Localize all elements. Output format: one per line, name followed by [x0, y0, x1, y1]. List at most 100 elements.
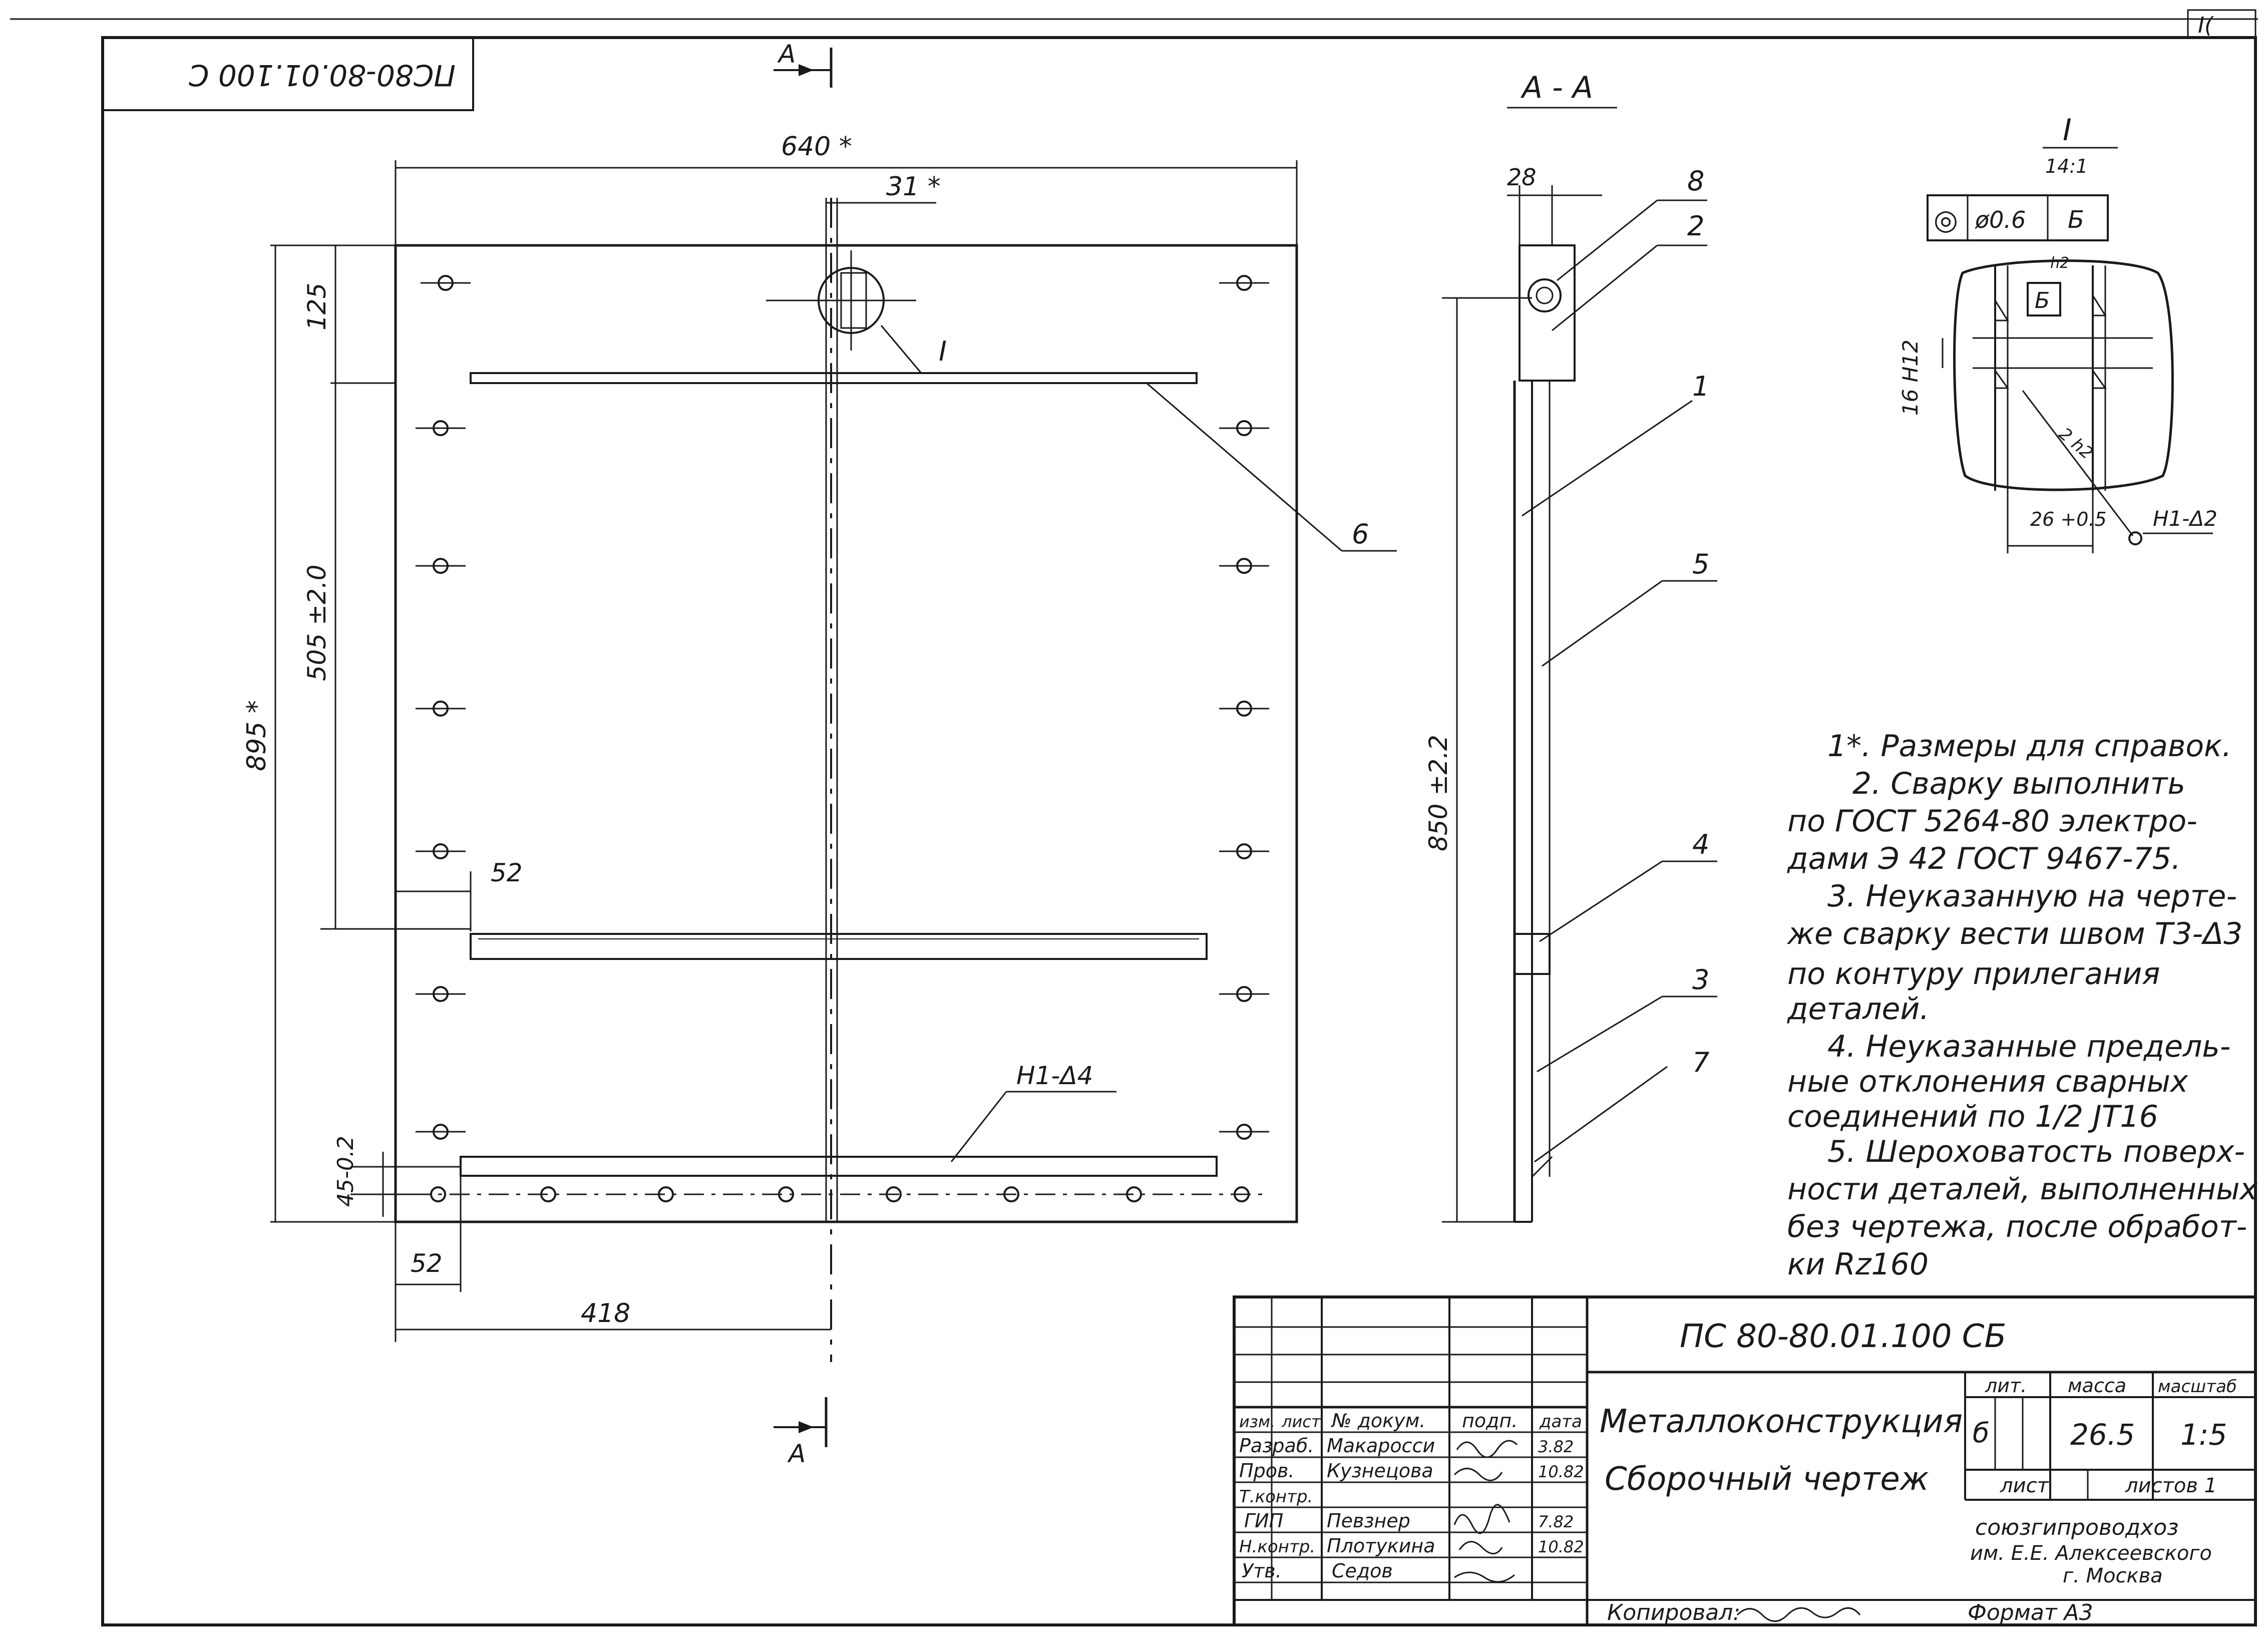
tb-head-sign: подп.: [1462, 1410, 1518, 1432]
callout-1: 1: [1692, 371, 1709, 402]
note-line-0: 1*. Размеры для справок.: [1827, 729, 2231, 764]
tb-role-4: ГИП: [1244, 1510, 1283, 1532]
detail-dim-h: 16 H12: [1898, 340, 1923, 416]
outer-frame: [101, 36, 2257, 1626]
tb-scale-header: масштаб: [2158, 1377, 2237, 1397]
tb-role-3: Т.контр.: [1239, 1487, 1313, 1507]
tb-mass-value: 26.5: [2070, 1418, 2135, 1452]
note-line-13: без чертежа, после обработ-: [1787, 1209, 2247, 1244]
tb-name-5: Плотукина: [1327, 1535, 1435, 1557]
section-callouts: 8 2 1 5 4 3 7: [1522, 165, 1717, 1163]
tb-date-2: 10.82: [1538, 1462, 1584, 1481]
tb-sheet-label: лист: [2000, 1474, 2050, 1497]
holes-right: [1219, 275, 1269, 1140]
callout-3: 3: [1692, 964, 1709, 996]
note-line-4: 3. Неуказанную на черте-: [1827, 879, 2237, 914]
note-line-8: 4. Неуказанные предель-: [1827, 1029, 2230, 1064]
stamp-box: [102, 37, 474, 111]
note-line-3: дами Э 42 ГОСТ 9467-75.: [1787, 841, 2181, 876]
detail-scale: 14:1: [2045, 155, 2088, 177]
callout-7: 7: [1692, 1047, 1709, 1078]
tb-mass-header: масса: [2068, 1375, 2126, 1397]
dim-section-width: 28: [1507, 164, 1537, 191]
detail-base-box: Б: [2035, 288, 2050, 313]
dim-mid-height: 505 ±2.0: [302, 564, 331, 681]
tolerance-base: Б: [2068, 206, 2084, 234]
tb-name-6: Седов: [1332, 1560, 1393, 1582]
note-line-1: 2. Сварку выполнить: [1852, 766, 2185, 801]
detail-weld-mid: 2 h2: [2055, 424, 2097, 463]
tb-name-line1: Металлоконструкция: [1600, 1403, 1963, 1440]
tb-format: Формат А3: [1968, 1600, 2093, 1625]
tb-lit-header: лит.: [1985, 1375, 2027, 1397]
callout-5: 5: [1692, 548, 1709, 580]
dim-left-offset-b: 52: [411, 1249, 443, 1278]
tb-head-sheet: лист: [1281, 1412, 1321, 1431]
tb-name-4: Певзнер: [1327, 1510, 1410, 1532]
callout-8: 8: [1687, 165, 1704, 197]
corner-mark: I(: [2198, 13, 2214, 38]
tb-name-1: Макаросси: [1327, 1435, 1435, 1457]
tb-role-5: Н.контр.: [1239, 1537, 1315, 1557]
dim-center-width: 31 *: [886, 172, 941, 202]
dim-bottom-offset: 45-0.2: [333, 1136, 358, 1207]
detail-view: I 14:1 ◎ ø0.6 Б Б 16 H12 26 +0.5 h2 2 h2: [1898, 113, 2217, 553]
callout-6: 6: [1352, 518, 1369, 550]
title-block: ПС 80-80.01.100 СБ изм. лист № докум. по…: [1233, 1295, 2257, 1626]
notes: 1*. Размеры для справок. 2. Сварку выпол…: [1786, 729, 2257, 1282]
dim-overall-width: 640 *: [781, 132, 852, 162]
detail-title: I: [2063, 113, 2072, 148]
main-dimensions: 640 * 31 * 125 505 ±2.0 895 * 52 45-0.2 …: [242, 132, 1298, 1342]
view-arrow-bottom: A: [774, 1397, 828, 1468]
dim-bottom-half: 418: [581, 1298, 630, 1329]
tb-head-doc: № докум.: [1331, 1410, 1425, 1432]
note-line-5: же сварку вести швом Т3-Δ3: [1786, 916, 2242, 951]
tb-role-2: Пров.: [1239, 1460, 1294, 1482]
note-line-6: по контуру прилегания: [1787, 956, 2160, 992]
note-line-14: ки Rz160: [1787, 1247, 1929, 1282]
detail-weld-top: h2: [2050, 254, 2069, 272]
section-view: А - А 28 850 ±2.2: [1424, 70, 1617, 1223]
main-view: [394, 198, 1298, 1362]
dim-top-offset: 125: [302, 283, 331, 331]
main-outline: [394, 244, 1298, 1223]
svg-text:A: A: [777, 40, 796, 69]
tb-copied: Копировал:: [1607, 1600, 1740, 1625]
tb-name-2: Кузнецова: [1327, 1460, 1433, 1482]
tb-date-5: 10.82: [1538, 1537, 1584, 1556]
tb-org-line2: им. Е.Е. Алексеевского: [1970, 1542, 2212, 1565]
note-line-12: ности деталей, выполненных: [1787, 1172, 2257, 1207]
tb-lit-value: б: [1973, 1417, 1989, 1449]
doc-number: ПС 80-80.01.100 СБ: [1680, 1318, 2006, 1355]
detail-dim-w: 26 +0.5: [2030, 508, 2107, 530]
detail-marker: H1-Δ2: [2153, 506, 2217, 531]
callout-2: 2: [1687, 210, 1704, 242]
note-line-10: соединений по 1/2 JT16: [1787, 1099, 2158, 1134]
stamp-code-mirrored: ПС80-80.01.100 С: [189, 58, 456, 92]
corner-box: [2187, 9, 2256, 39]
callout-4: 4: [1692, 829, 1709, 860]
dim-overall-height: 895 *: [242, 700, 272, 771]
holes-left: [416, 275, 471, 1140]
dim-section-height: 850 ±2.2: [1424, 735, 1453, 851]
tb-head-role: изм.: [1239, 1412, 1275, 1431]
tolerance-value: ø0.6: [1975, 206, 2026, 233]
tolerance-symbol: ◎: [1934, 204, 1958, 236]
tb-name-line2: Сборочный чертеж: [1605, 1461, 1929, 1498]
view-arrow-top: A: [774, 40, 833, 88]
note-line-7: деталей.: [1787, 992, 1929, 1027]
tb-head-date: дата: [1539, 1412, 1582, 1432]
tb-date-1: 3.82: [1538, 1437, 1574, 1456]
main-callouts: I 6 H1-Δ4: [880, 325, 1397, 1162]
tb-org-line1: союзгипроводхоз: [1975, 1515, 2179, 1540]
note-line-11: 5. Шероховатость поверх-: [1827, 1134, 2245, 1169]
tb-role-6: Утв.: [1242, 1560, 1282, 1582]
callout-detail-ref: I: [939, 336, 947, 367]
tb-scale-value: 1:5: [2180, 1418, 2227, 1452]
tb-org-line3: г. Москва: [2063, 1564, 2163, 1587]
svg-text:A: A: [787, 1439, 806, 1468]
holes-bottom: [411, 1186, 1267, 1202]
section-title: А - А: [1520, 70, 1593, 105]
dim-left-offset-a: 52: [491, 858, 523, 887]
